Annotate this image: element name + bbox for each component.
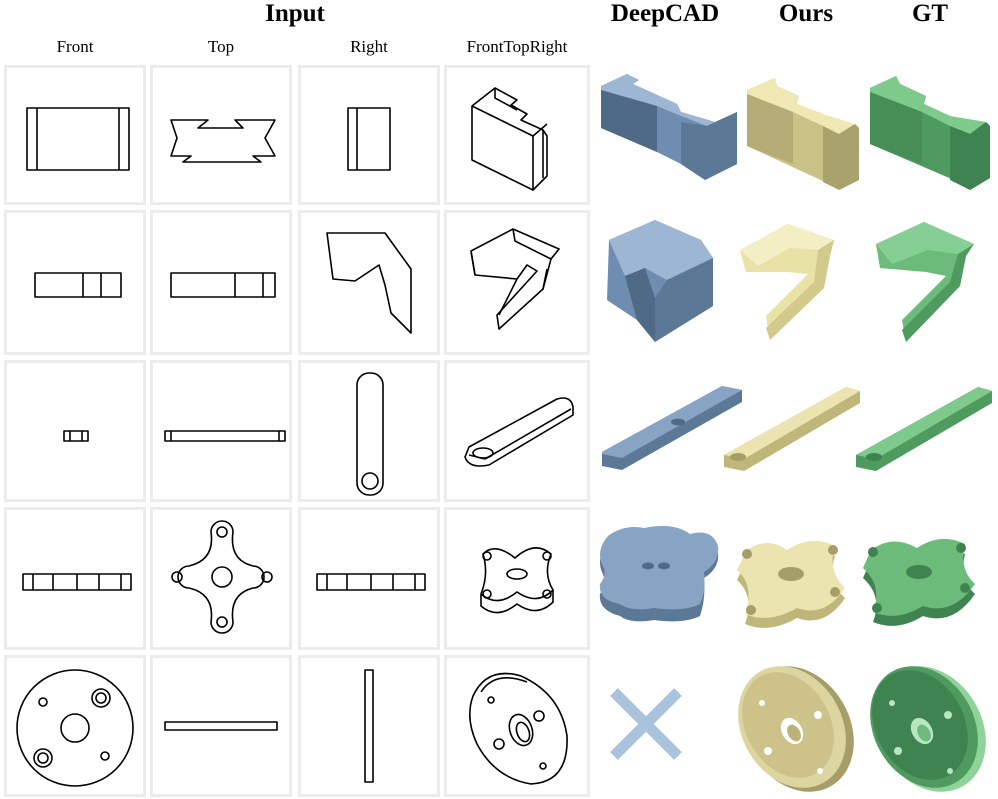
view-label-top: Top (207, 37, 235, 56)
row5-ours-render (730, 655, 858, 797)
row1-gt-render (866, 64, 996, 204)
row1-deepcad-render (596, 64, 738, 204)
input-header: Input (265, 0, 325, 27)
row2-ours-render (738, 210, 866, 355)
row3-deepcad-render (596, 372, 746, 482)
row1-ours-render (743, 64, 863, 204)
view-label-front: Front (56, 37, 94, 56)
row3-ours-render (720, 375, 866, 485)
failure-cross-icon (610, 688, 682, 760)
row1-right-view (298, 65, 440, 205)
ours-header: Ours (778, 0, 834, 27)
row1-top-view (150, 65, 292, 205)
row4-iso-view (444, 507, 590, 650)
row5-iso-view (444, 655, 590, 797)
row5-right-view (298, 655, 440, 797)
row2-gt-render (866, 210, 996, 355)
row5-top-view (150, 655, 292, 797)
row3-top-view (150, 360, 292, 502)
row4-right-view (298, 507, 440, 650)
row3-right-view (298, 360, 440, 502)
row2-top-view (150, 210, 292, 355)
view-label-right: Right (350, 37, 388, 56)
row4-front-view (4, 507, 146, 650)
row2-right-view (298, 210, 440, 355)
row5-gt-render (860, 655, 990, 797)
row2-deepcad-render (596, 210, 738, 355)
gt-header: GT (911, 0, 949, 27)
row1-front-view (4, 65, 146, 205)
row4-gt-render (857, 530, 985, 640)
row4-top-view (150, 507, 292, 650)
view-label-ftr: FrontTopRight (466, 37, 568, 56)
row4-deepcad-render (594, 520, 724, 640)
row2-iso-view (444, 210, 590, 355)
row1-iso-view (444, 65, 590, 205)
row2-front-view (4, 210, 146, 355)
row3-front-view (4, 360, 146, 502)
deepcad-header: DeepCAD (610, 0, 720, 27)
row4-ours-render (727, 530, 855, 640)
row3-gt-render (852, 375, 998, 485)
row5-front-view (4, 655, 146, 797)
row3-iso-view (444, 360, 590, 502)
row5-deepcad-failed (608, 686, 684, 762)
